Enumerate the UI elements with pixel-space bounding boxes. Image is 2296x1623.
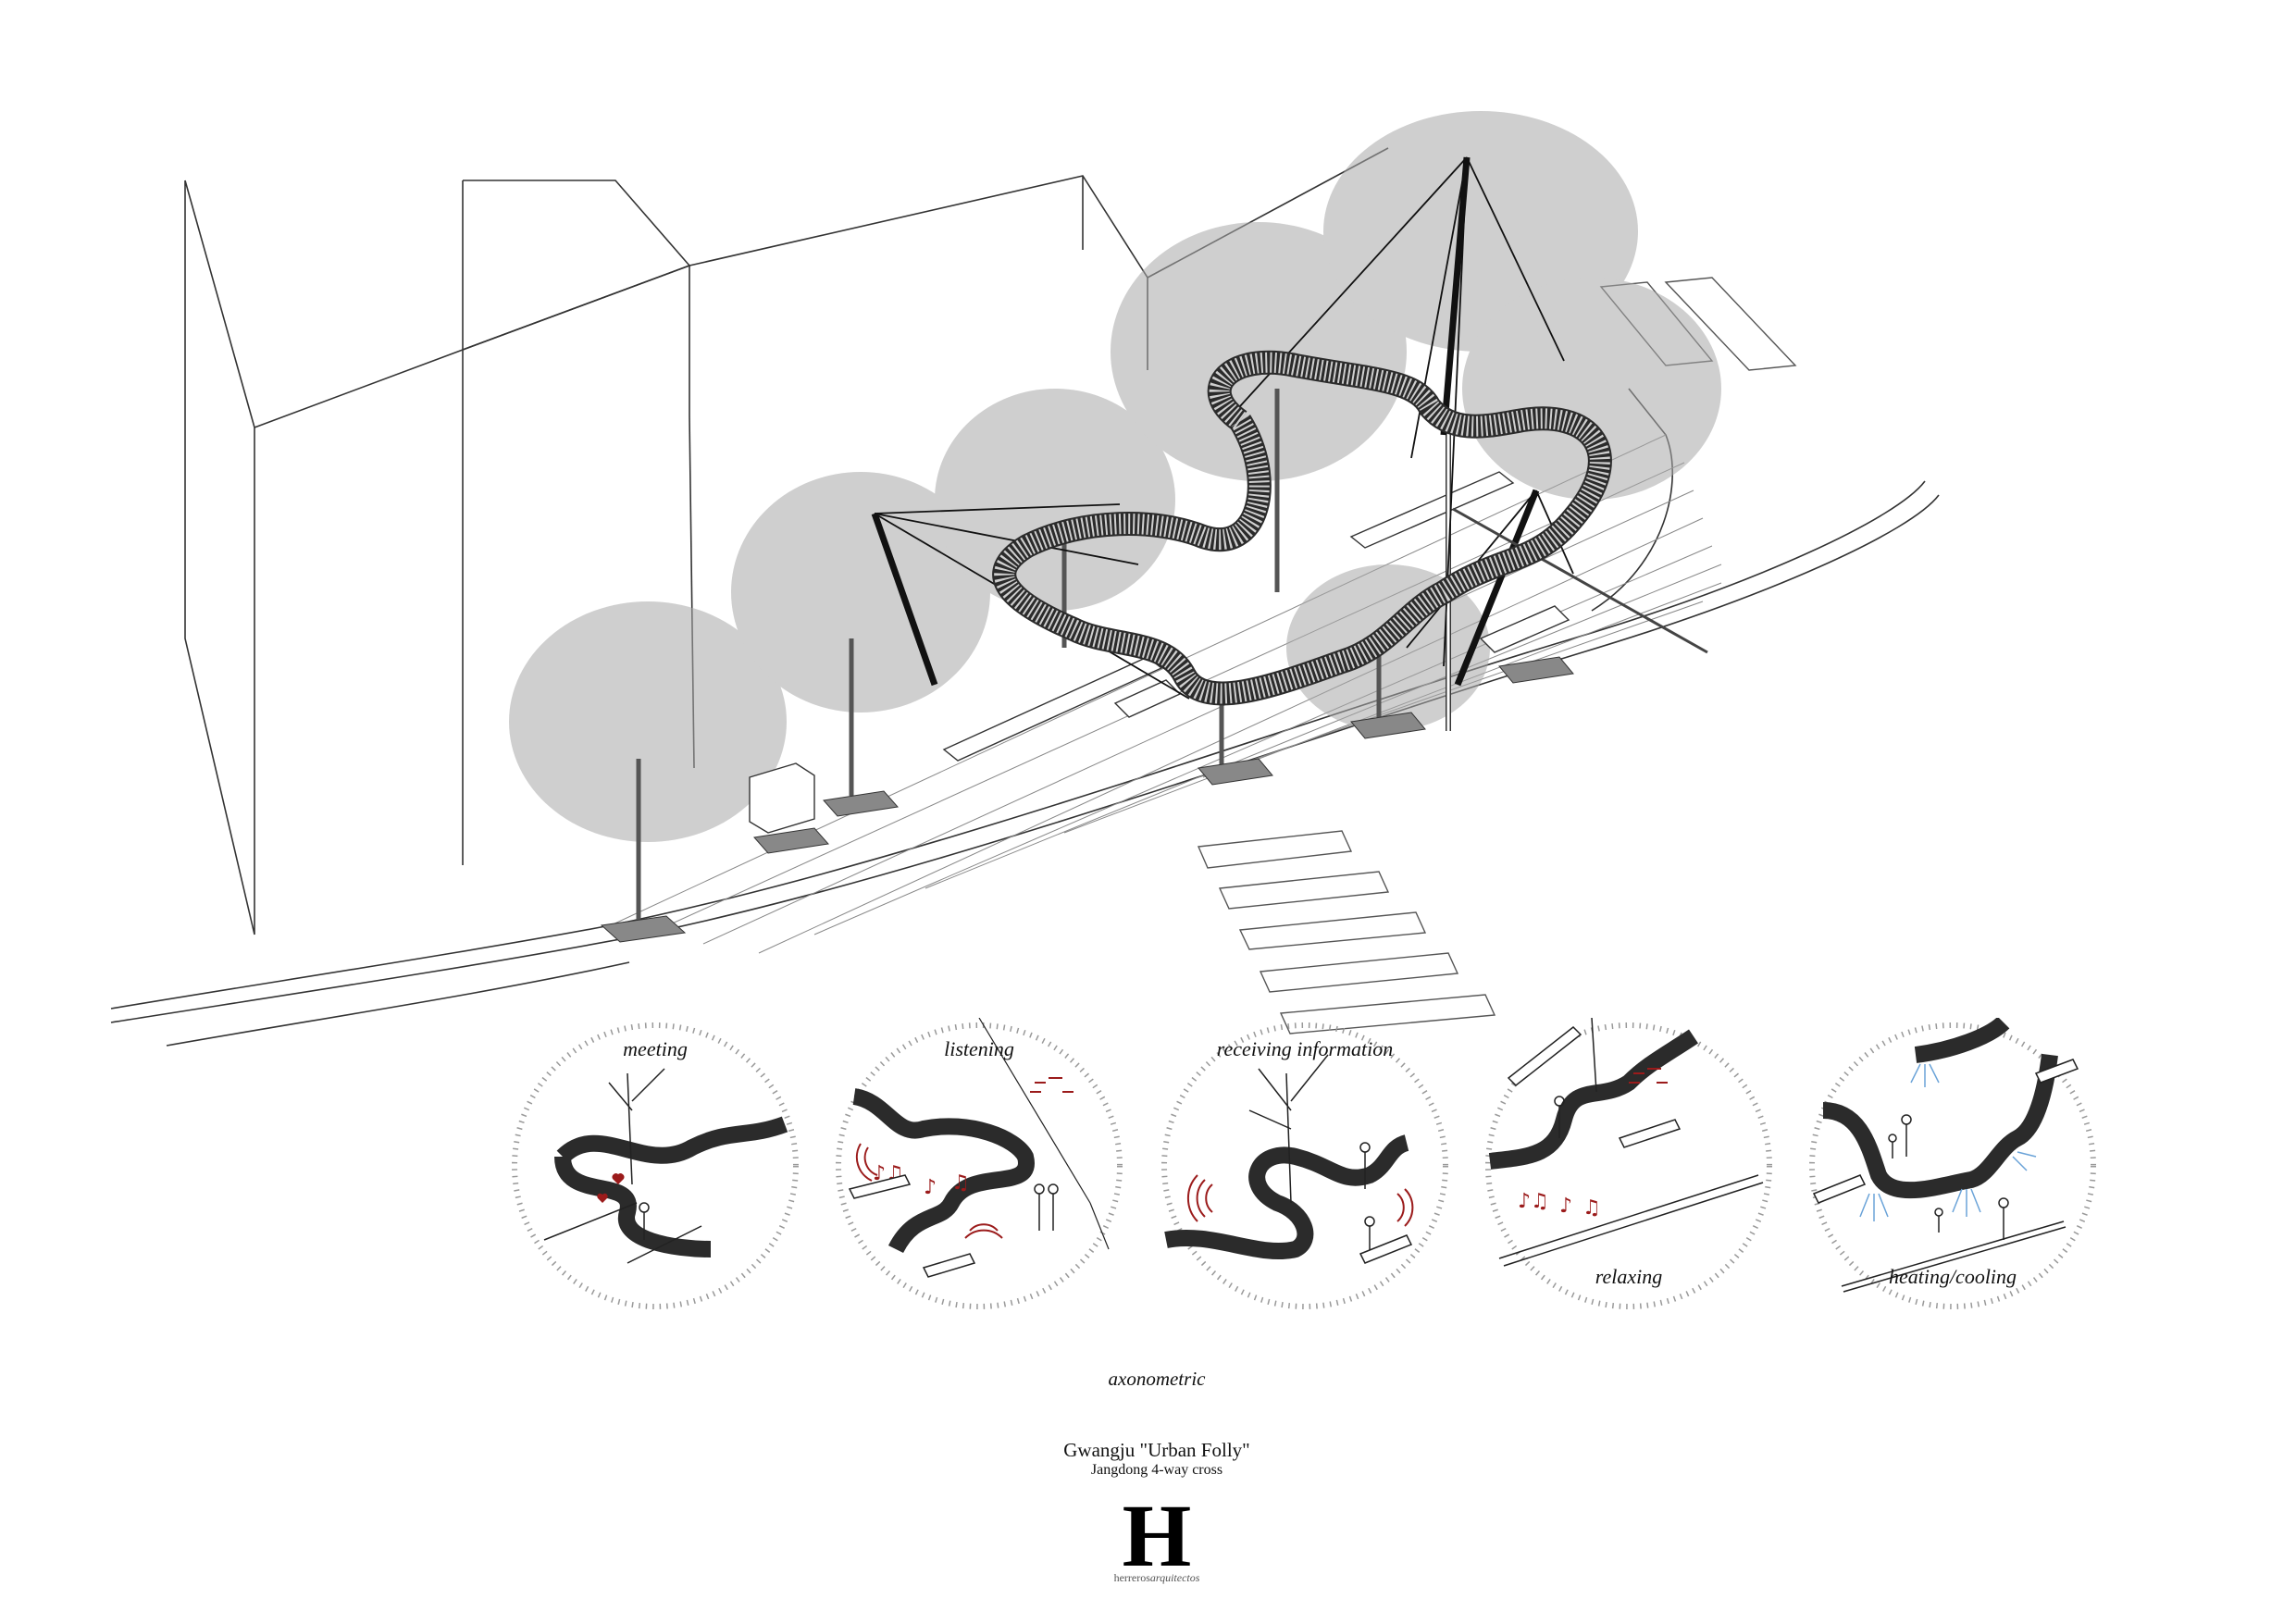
logo-letter: H xyxy=(1122,1486,1192,1585)
music-notes-icon: ♪♫♪♫ xyxy=(1518,1190,1601,1220)
vignette-circle-heating-cooling xyxy=(1809,1018,2096,1309)
vignette-circle-relaxing: ♪♫♪♫ xyxy=(1485,1018,1772,1309)
axonometric-drawing xyxy=(110,111,1940,1047)
heart-icon xyxy=(612,1173,625,1184)
air-vent-icon xyxy=(1859,1063,2037,1221)
project-title: Gwangju "Urban Folly" xyxy=(1063,1439,1250,1461)
view-caption: axonometric xyxy=(1108,1368,1206,1390)
vignette-meeting: meeting xyxy=(507,1018,803,1314)
vignette-relaxing: ♪♫♪♫ relaxing xyxy=(1481,1018,1777,1314)
vignette-circle-receiving-information xyxy=(1161,1022,1448,1309)
svg-text:♪: ♪ xyxy=(924,1176,937,1199)
vignette-heating-cooling: heating/cooling xyxy=(1805,1018,2101,1314)
vignette-label: heating/cooling xyxy=(1888,1265,2017,1288)
vignette-circle-listening: ♪♫♪♫ xyxy=(836,1018,1123,1309)
firm-name-italic: arquitectos xyxy=(1149,1571,1200,1584)
firm-name-regular: herreros xyxy=(1113,1571,1150,1584)
signal-waves-icon xyxy=(1186,1174,1414,1227)
svg-text:♫: ♫ xyxy=(951,1171,970,1195)
vignette-label: receiving information xyxy=(1216,1037,1394,1060)
project-subtitle: Jangdong 4-way cross xyxy=(1090,1462,1223,1478)
svg-text:♪: ♪ xyxy=(1559,1195,1572,1218)
vignette-circle-meeting xyxy=(512,1022,799,1309)
firm-name: herrerosarquitectos xyxy=(1064,1571,1249,1585)
svg-text:♫: ♫ xyxy=(1582,1196,1601,1220)
firm-logo: H xyxy=(1101,1492,1212,1584)
vignette-listening: ♪♫♪♫ listening xyxy=(831,1018,1127,1314)
svg-text:♪♫: ♪♫ xyxy=(1518,1190,1549,1213)
building-left xyxy=(184,180,255,935)
vignette-receiving-information: receiving information xyxy=(1157,1018,1453,1314)
vignette-label: listening xyxy=(944,1037,1014,1060)
vignette-label: meeting xyxy=(623,1037,688,1060)
vignette-label: relaxing xyxy=(1595,1265,1663,1288)
